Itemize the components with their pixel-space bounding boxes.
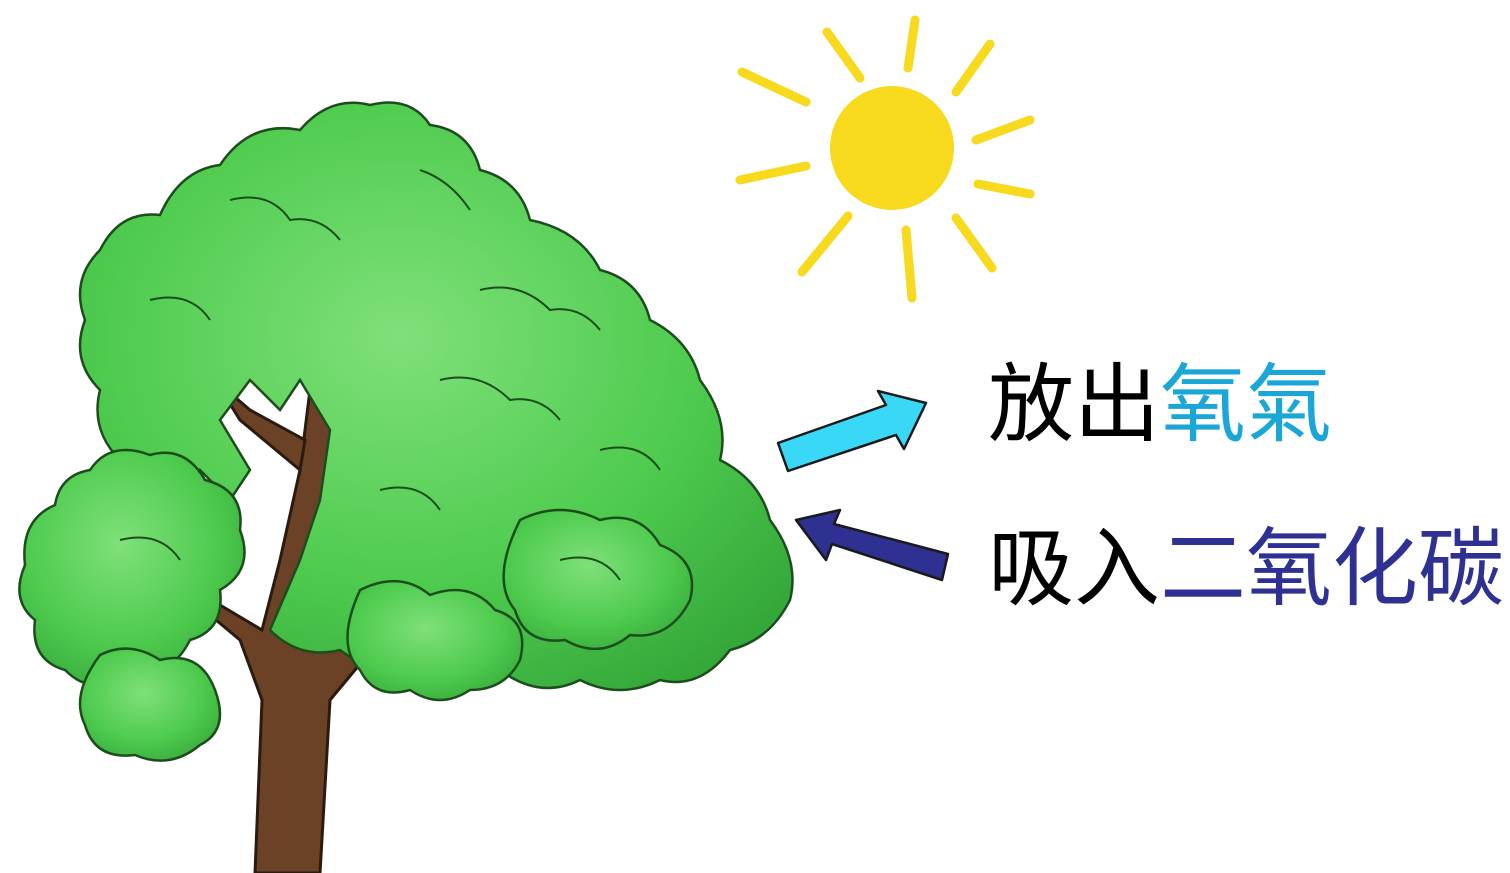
oxygen-text: 氧氣	[1160, 355, 1332, 455]
co2-text: 二氧化碳	[1160, 519, 1504, 619]
release-oxygen-label: 放出氧氣	[988, 362, 1332, 448]
tree-leaf-details	[119, 169, 661, 581]
arrow-up-right-icon	[776, 389, 928, 473]
arrow-left-icon	[794, 508, 950, 582]
absorb-verb: 吸入	[988, 519, 1160, 619]
tree-foliage	[18, 101, 794, 762]
tree-illustration	[18, 101, 794, 873]
absorb-co2-label: 吸入二氧化碳	[988, 526, 1504, 612]
release-verb: 放出	[988, 355, 1160, 455]
sun-icon	[735, 15, 1035, 303]
